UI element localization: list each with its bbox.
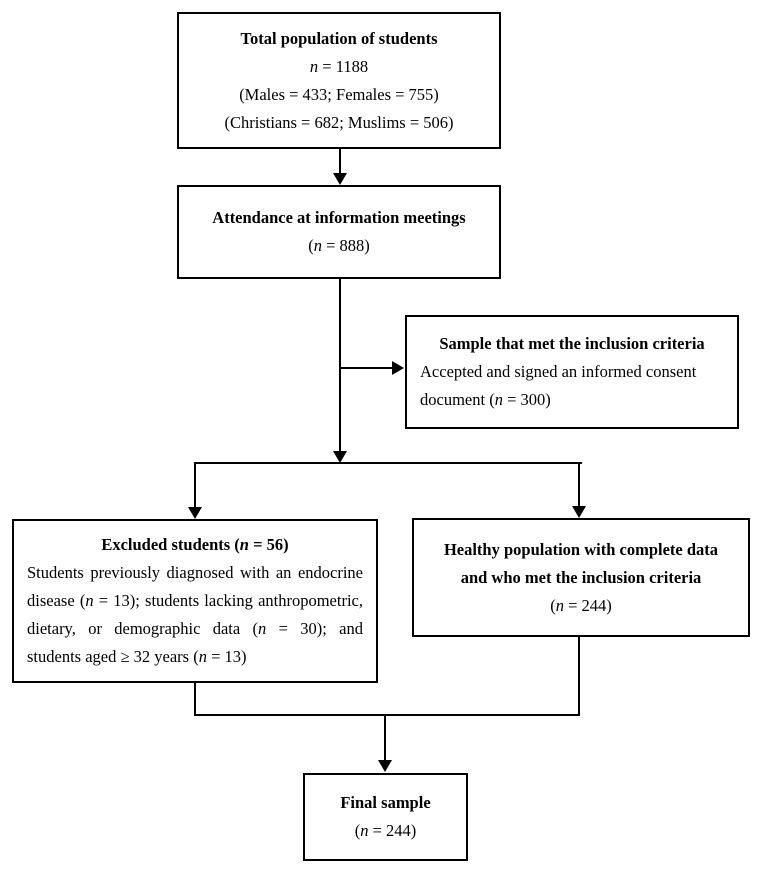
connector-healthy-down: [578, 637, 580, 716]
box-total-sex-line: (Males = 433; Females = 755): [239, 84, 439, 104]
connector-split-to-excluded: [194, 462, 196, 508]
box-inclusion-title: Sample that met the inclusion criteria: [439, 334, 705, 353]
box-healthy-n: (n = 244): [550, 595, 612, 615]
arrow-down-icon: [333, 451, 347, 463]
box-healthy-population: Healthy population with complete data an…: [412, 518, 750, 637]
connector-merge-horizontal: [194, 714, 580, 716]
box-final-title: Final sample: [340, 793, 431, 812]
box-total-religion-line: (Christians = 682; Muslims = 506): [224, 112, 454, 132]
box-healthy-title-line2: and who met the inclusion criteria: [460, 567, 702, 587]
box-excluded-body: Students previously diagnosed with an en…: [27, 563, 363, 666]
arrow-down-icon: [188, 507, 202, 519]
connector-excluded-down: [194, 683, 196, 716]
box-excluded-title: Excluded students (n = 56): [101, 535, 289, 554]
box-total-title: Total population of students: [240, 28, 438, 48]
arrow-right-icon: [392, 361, 404, 375]
box-excluded-students: Excluded students (n = 56) Students prev…: [12, 519, 378, 683]
box-inclusion-body: Accepted and signed an informed consent …: [420, 362, 697, 409]
connector-total-to-attendance: [339, 148, 341, 174]
connector-merge-to-final: [384, 714, 386, 761]
box-final-sample: Final sample (n = 244): [303, 773, 468, 861]
box-healthy-title-line1: Healthy population with complete data: [443, 539, 719, 559]
connector-attendance-to-split: [339, 278, 341, 452]
box-final-n: (n = 244): [354, 821, 417, 840]
arrow-down-icon: [572, 506, 586, 518]
box-attendance-n: (n = 888): [308, 236, 370, 255]
connector-branch-to-inclusion: [339, 367, 393, 369]
box-total-n: n = 1188: [309, 56, 369, 76]
arrow-down-icon: [378, 760, 392, 772]
arrow-down-icon: [333, 173, 347, 185]
box-attendance: Attendance at information meetings (n = …: [177, 185, 501, 279]
connector-split-horizontal: [194, 462, 582, 464]
box-attendance-title: Attendance at information meetings: [212, 208, 466, 227]
connector-split-to-healthy: [578, 462, 580, 508]
box-total-population: Total population of students n = 1188 (M…: [177, 12, 501, 149]
box-inclusion-sample: Sample that met the inclusion criteria A…: [405, 315, 739, 429]
